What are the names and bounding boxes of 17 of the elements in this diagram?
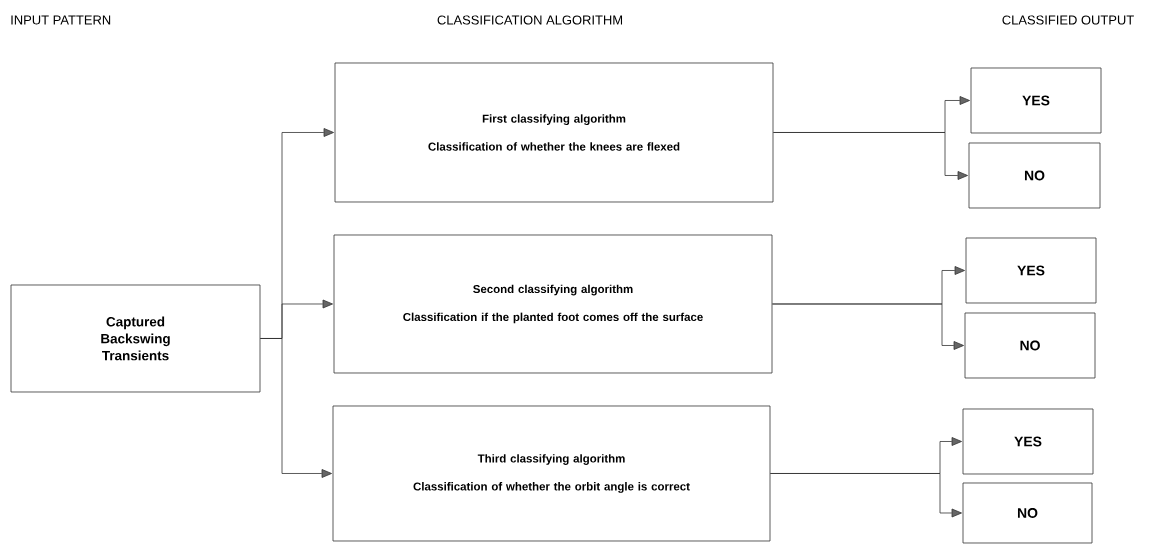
column-heading: CLASSIFIED OUTPUT <box>1002 15 1134 25</box>
process-box: First classifying algorithm Classification of whether the knees are flexed <box>334 62 774 203</box>
process-box: Second classifying algorithm Classification if the planted foot comes off the surface <box>333 234 773 374</box>
arrow <box>772 303 964 350</box>
arrow <box>770 473 962 518</box>
arrow <box>773 132 968 180</box>
output-box: YES <box>962 408 1094 475</box>
output-box: YES <box>965 237 1097 304</box>
output-box: YES <box>970 67 1102 134</box>
process-box: Captured Backswing Transients <box>10 284 261 393</box>
output-box: NO <box>964 312 1096 379</box>
column-heading: CLASSIFICATION ALGORITHM <box>437 15 622 25</box>
output-box: NO <box>962 482 1093 544</box>
column-heading: INPUT PATTERN <box>11 15 111 25</box>
output-box: NO <box>968 142 1101 209</box>
arrow <box>260 338 332 478</box>
process-box: Third classifying algorithm Classification of whether the orbit angle is correct <box>332 405 771 542</box>
